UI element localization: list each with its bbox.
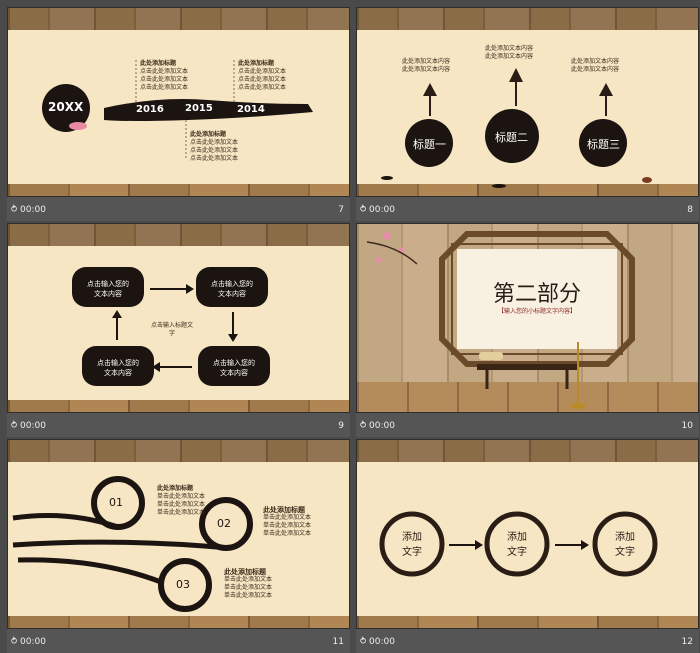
section-subtitle[interactable]: 【输入您的小标题文字内容】: [497, 308, 576, 315]
ink-spirals: [12, 476, 253, 612]
wood-header: [357, 8, 698, 30]
flow-box-1[interactable]: 点击输入您的文本内容: [87, 280, 129, 298]
slide-number: 9: [338, 421, 344, 431]
year-1: 2016: [136, 104, 164, 115]
wood-floor: [8, 184, 349, 196]
circle-label-1: 标题一: [413, 138, 446, 151]
ink-circles-arrows: [379, 511, 658, 577]
text-left[interactable]: 此处添加文本内容此处添加文本内容: [402, 58, 451, 73]
circle-label-3[interactable]: 添加 文字: [615, 532, 635, 558]
wood-header: [8, 224, 349, 246]
slide-meta-bar: ⥁ 00:00 9: [7, 413, 350, 437]
slide-timing[interactable]: ⥁ 00:00: [360, 421, 395, 431]
slide-meta-bar: ⥁ 00:00 7: [7, 197, 350, 221]
slide-timing[interactable]: ⥁ 00:00: [360, 637, 395, 647]
ink-arrows-circles: [381, 68, 652, 188]
circle-label-2: 标题二: [495, 131, 528, 144]
slide-12-canvas: 添加 文字 添加 文字 添加 文字: [356, 439, 699, 629]
slide-timing[interactable]: ⥁ 00:00: [11, 421, 46, 431]
step-number-1: 01: [109, 496, 123, 509]
ink-decorations: [42, 60, 313, 160]
text-mid[interactable]: 此处添加文本内容此处添加文本内容: [485, 45, 534, 60]
year-2: 2015: [185, 103, 213, 114]
slide-timing[interactable]: ⥁ 00:00: [360, 205, 395, 215]
wood-header: [357, 440, 698, 462]
wood-floor: [8, 616, 349, 628]
slide-11-canvas: 01 02 03 此处添加标题 单击此处添加文本单击此处添加文本单击此处添加文本…: [7, 439, 350, 629]
text-block-top-left[interactable]: 此处添加标题 点击此处添加文本点击此处添加文本点击此处添加文本: [140, 60, 189, 91]
slide-number: 11: [332, 637, 344, 647]
wood-header: [8, 440, 349, 462]
slide-timing[interactable]: ⥁ 00:00: [11, 205, 46, 215]
slide-meta-bar: ⥁ 00:00 8: [356, 197, 699, 221]
slide-meta-bar: ⥁ 00:00 11: [7, 629, 350, 653]
slide-number: 7: [338, 205, 344, 215]
slide-number: 10: [681, 421, 693, 431]
circle-label-1[interactable]: 添加 文字: [402, 532, 422, 558]
flow-center-text[interactable]: 点击输入标题文字: [150, 322, 193, 337]
slide-number: 8: [687, 205, 693, 215]
step-number-2: 02: [217, 517, 231, 530]
window-frame: [366, 231, 635, 409]
step-number-3: 03: [176, 578, 190, 591]
wood-floor: [8, 400, 349, 412]
circle-label-3: 标题三: [587, 138, 620, 151]
flow-box-2[interactable]: 点击输入您的文本内容: [211, 280, 253, 298]
slide-7-canvas: 20XX 2016 2015 2014 此处添加标题 点击此处添加文本点击此处添…: [7, 7, 350, 197]
slide-number: 12: [681, 637, 693, 647]
wood-header: [8, 8, 349, 30]
wood-floor: [357, 382, 698, 412]
year-badge: 20XX: [48, 100, 84, 114]
flow-box-3[interactable]: 点击输入您的文本内容: [213, 359, 255, 377]
slide-10-canvas: 第二部分 【输入您的小标题文字内容】: [356, 223, 699, 413]
wood-floor: [357, 616, 698, 628]
slide-meta-bar: ⥁ 00:00 12: [356, 629, 699, 653]
slide-8-canvas: 标题一 标题二 标题三 此处添加文本内容此处添加文本内容 此处添加文本内容此处添…: [356, 7, 699, 197]
step-text-2[interactable]: 此处添加标题 单击此处添加文本单击此处添加文本单击此处添加文本: [263, 506, 312, 537]
slide-meta-bar: ⥁ 00:00 10: [356, 413, 699, 437]
step-text-1[interactable]: 此处添加标题 单击此处添加文本单击此处添加文本单击此处添加文本: [157, 485, 206, 516]
section-title: 第二部分: [492, 282, 581, 307]
ink-flow: [72, 267, 270, 386]
step-text-3[interactable]: 此处添加标题 单击此处添加文本单击此处添加文本单击此处添加文本: [224, 568, 273, 599]
flow-box-4[interactable]: 点击输入您的文本内容: [97, 359, 139, 377]
slide-timing[interactable]: ⥁ 00:00: [11, 637, 46, 647]
wood-floor: [357, 184, 698, 196]
text-block-top-right[interactable]: 此处添加标题 点击此处添加文本点击此处添加文本点击此处添加文本: [238, 60, 287, 91]
circle-label-2[interactable]: 添加 文字: [507, 532, 527, 558]
text-right[interactable]: 此处添加文本内容此处添加文本内容: [571, 58, 620, 73]
slide-9-canvas: 点击输入您的文本内容 点击输入您的文本内容 点击输入您的文本内容 点击输入您的文…: [7, 223, 350, 413]
text-block-bottom[interactable]: 此处添加标题 点击此处添加文本点击此处添加文本点击此处添加文本: [190, 131, 239, 162]
year-3: 2014: [237, 104, 265, 115]
